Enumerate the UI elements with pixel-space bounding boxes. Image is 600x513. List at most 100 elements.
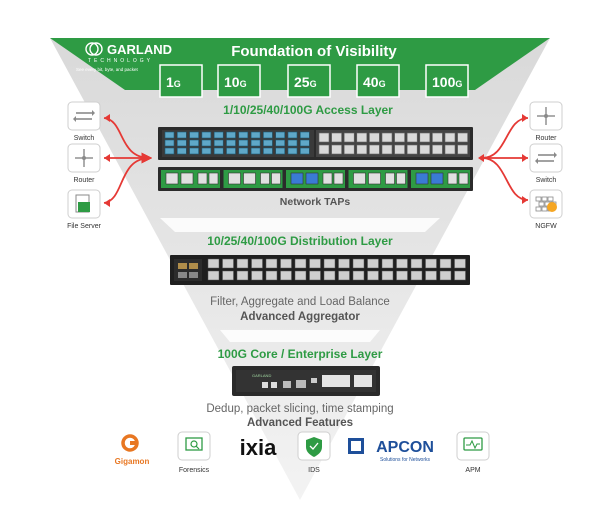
core-subtitle: Advanced Features [247, 417, 353, 429]
sfp-port [410, 258, 423, 269]
layer-separator [160, 218, 440, 232]
sfp-port [280, 270, 292, 281]
fiber-port [226, 139, 236, 147]
fiber-port [238, 147, 249, 155]
distribution-layer-title: 10/25/40/100G Distribution Layer [207, 234, 393, 248]
sfp-port [222, 270, 234, 281]
access-layer-title: 1/10/25/40/100G Access Layer [223, 103, 393, 117]
sfp-port [454, 258, 466, 269]
switch-icon [535, 152, 557, 164]
diagram-title: Foundation of Visibility [231, 43, 397, 60]
speed-label: 1G [166, 74, 181, 90]
fiber-port [213, 131, 224, 139]
speed-box-100G: 100G [425, 64, 469, 98]
garland-logo: GARLAND TECHNOLOGY See every bit, byte, … [76, 42, 172, 72]
qsfp-port [369, 144, 380, 155]
device-left-switch: Switch [67, 101, 101, 142]
qsfp-port [318, 144, 330, 155]
device-label: Switch [74, 135, 95, 142]
tap-chassis-copper [158, 167, 473, 191]
device-right-router: Router [529, 101, 563, 142]
file-server-icon [75, 194, 90, 213]
fiber-port [164, 147, 175, 155]
qsfp-port [343, 132, 355, 143]
speed-box-25G: 25G [287, 64, 331, 98]
apcon-logo: APCON [376, 439, 434, 456]
fiber-port [189, 147, 199, 155]
fiber-port [201, 147, 212, 155]
fiber-port [189, 131, 199, 139]
sfp-port [323, 258, 336, 269]
sfp-port [439, 270, 452, 281]
tool-apcon: APCON Solutions for Networks [348, 438, 434, 463]
fiber-port [177, 147, 187, 155]
qsfp-port [381, 144, 393, 155]
sfp-port [280, 258, 292, 269]
qsfp-port [356, 132, 368, 143]
fiber-port [226, 147, 236, 155]
ids-label: IDS [308, 467, 320, 474]
qsfp-port [444, 144, 456, 155]
forensics-icon [185, 437, 203, 451]
fiber-port [287, 131, 298, 139]
sfp-port [367, 258, 379, 269]
forensics-label: Forensics [179, 467, 210, 474]
router-icon [537, 107, 555, 125]
aggregator-chassis [170, 255, 470, 285]
qsfp-port [394, 144, 405, 155]
svg-text:GARLAND: GARLAND [252, 373, 271, 378]
fiber-port [164, 131, 175, 139]
logo-name: GARLAND [107, 42, 172, 57]
fiber-port [299, 147, 310, 155]
fiber-port [287, 147, 298, 155]
layer-separator [220, 330, 380, 342]
fiber-port [299, 131, 310, 139]
sfp-port [381, 270, 394, 281]
fiber-port [275, 131, 286, 139]
fiber-port [263, 147, 273, 155]
tap-module [161, 170, 220, 188]
fiber-port [201, 131, 212, 139]
qsfp-port [331, 132, 342, 143]
core-desc: Dedup, packet slicing, time stamping [206, 403, 393, 415]
sfp-port [309, 270, 321, 281]
sfp-port [323, 270, 336, 281]
right-arrowheads [478, 114, 528, 204]
qsfp-port [419, 144, 431, 155]
distribution-subtitle: Advanced Aggregator [240, 311, 360, 323]
fiber-port [177, 139, 187, 147]
monitor-icon [463, 437, 483, 451]
network-taps-caption: Network TAPs [280, 196, 351, 208]
apcon-tagline: Solutions for Networks [380, 457, 431, 463]
device-right-ngfw: NGFW [529, 189, 563, 230]
qsfp-port [406, 144, 418, 155]
firewall-icon [535, 196, 557, 212]
device-left-router: Router [67, 143, 101, 184]
fiber-port [250, 139, 261, 147]
qsfp-port [394, 132, 405, 143]
tap-module [348, 170, 408, 188]
speed-box-10G: 10G [217, 64, 261, 98]
sfp-port [338, 258, 350, 269]
logo-tagline: See every bit, byte, and packet [76, 67, 139, 72]
sfp-port [352, 270, 365, 281]
sfp-port [367, 270, 379, 281]
device-label: NGFW [535, 223, 557, 230]
fiber-port [177, 131, 187, 139]
qsfp-port [419, 132, 431, 143]
core-appliance: GARLAND [232, 366, 380, 396]
device-label: Switch [536, 177, 557, 184]
right-connectors [481, 117, 529, 201]
fiber-port [238, 131, 249, 139]
fiber-port [164, 139, 175, 147]
fiber-port [201, 139, 212, 147]
sfp-port [207, 270, 220, 281]
gigamon-label: Gigamon [115, 457, 150, 466]
fiber-port [263, 131, 273, 139]
fiber-port [238, 139, 249, 147]
qsfp-port [444, 132, 456, 143]
core-layer-title: 100G Core / Enterprise Layer [218, 347, 383, 361]
